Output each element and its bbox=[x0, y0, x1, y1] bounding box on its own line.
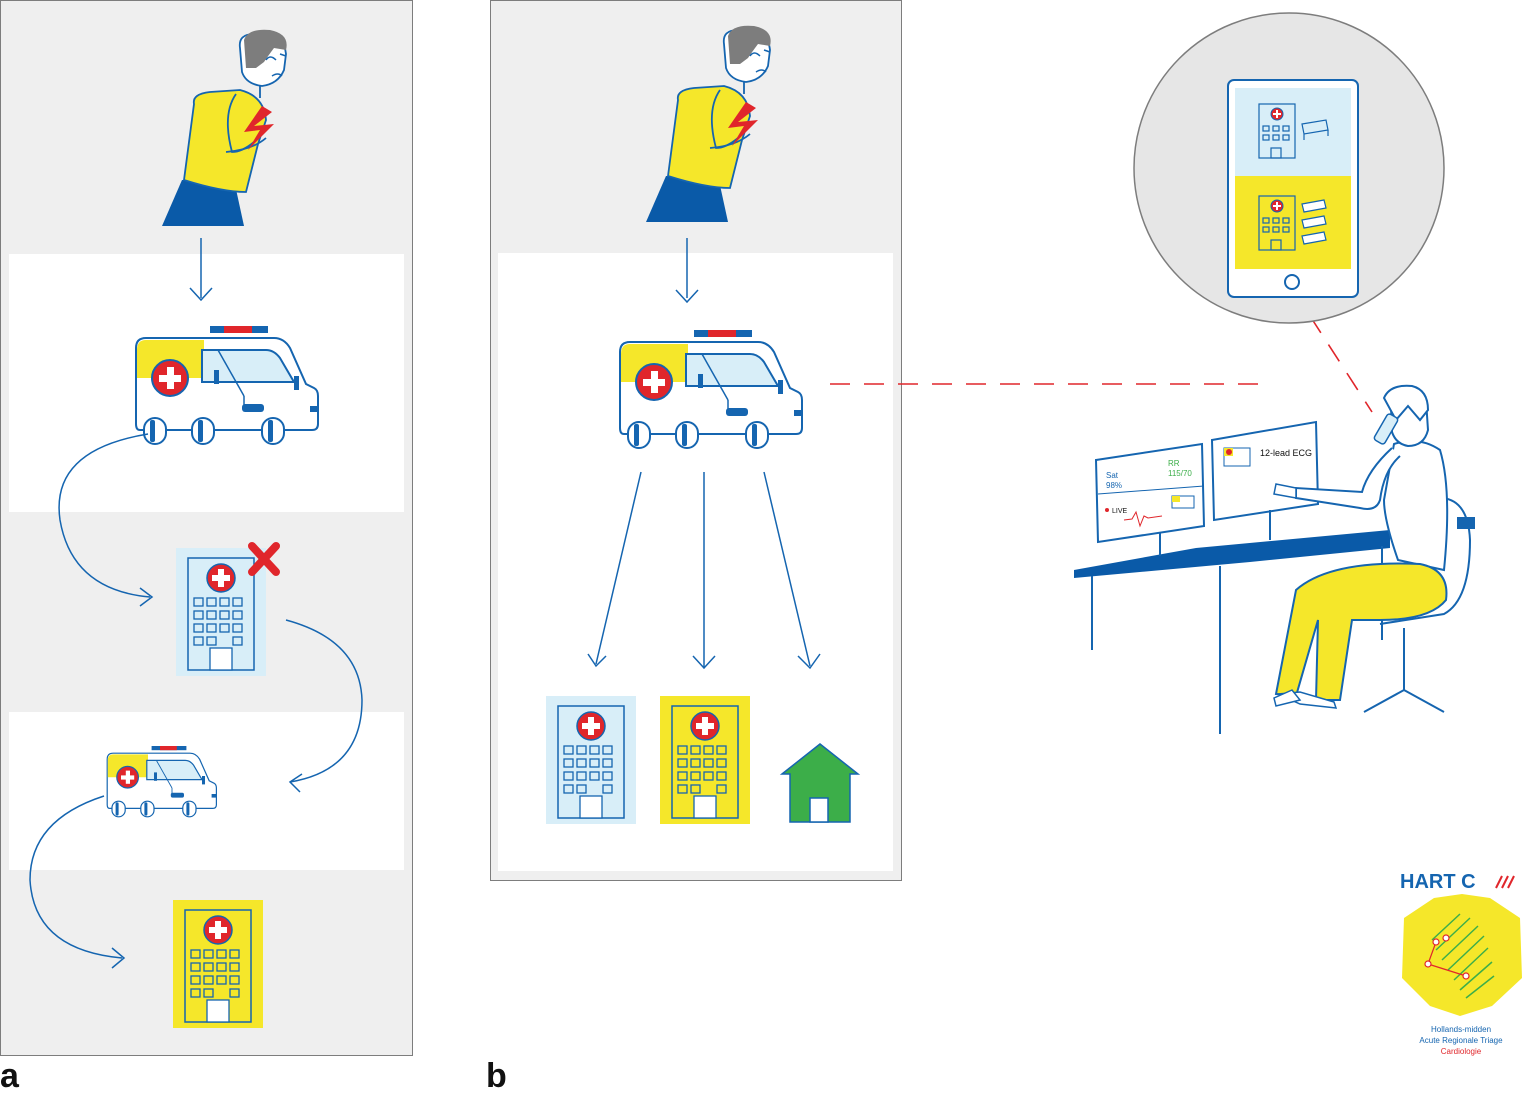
panel-b-label: b bbox=[486, 1057, 507, 1089]
hospital-yellow-icon bbox=[659, 695, 751, 825]
hospital-icon bbox=[545, 695, 637, 825]
curved-arrow-to-hospital bbox=[58, 433, 154, 607]
panel-a bbox=[0, 0, 413, 1056]
panel-b bbox=[490, 0, 902, 881]
logo-wordmark: HART C bbox=[1400, 871, 1476, 893]
sat-label: Sat bbox=[1106, 471, 1119, 480]
house-icon bbox=[779, 743, 861, 823]
chair-icon bbox=[1363, 496, 1475, 713]
hospital-yellow-icon bbox=[172, 899, 264, 1029]
tablet-zoom bbox=[1133, 12, 1445, 324]
curved-arrow-to-yellow-hospital bbox=[29, 795, 126, 969]
hospital-rejected bbox=[175, 542, 280, 677]
triage-arrows bbox=[587, 471, 821, 670]
ecg-title: 12-lead ECG bbox=[1260, 448, 1312, 458]
rr-value: 115/70 bbox=[1168, 469, 1192, 478]
dashed-connector bbox=[830, 315, 1373, 413]
logo-line1: Hollands-midden bbox=[1431, 1025, 1491, 1034]
live-label: LIVE bbox=[1112, 508, 1128, 515]
arrow-down bbox=[189, 238, 213, 302]
dispatcher-icon bbox=[1273, 384, 1449, 709]
curved-arrow-to-ambulance bbox=[285, 619, 363, 793]
panel-a-label: a bbox=[0, 1057, 20, 1089]
sat-value: 98% bbox=[1106, 481, 1122, 490]
logo-line2: Acute Regionale Triage bbox=[1419, 1036, 1503, 1045]
dispatcher-workstation: Sat 98% RR 115/70 LIVE 12-lead ECG bbox=[1074, 384, 1475, 734]
arrow-down bbox=[675, 238, 699, 304]
monitor-left: Sat 98% RR 115/70 LIVE bbox=[1094, 442, 1206, 556]
logo-line3: Cardiologie bbox=[1441, 1047, 1482, 1056]
rr-label: RR bbox=[1168, 459, 1180, 468]
monitor-right: 12-lead ECG bbox=[1210, 420, 1320, 540]
reject-x-icon bbox=[248, 542, 280, 576]
desk-icon bbox=[1074, 530, 1390, 578]
hartc-logo: HART C Hollands-midden Acute Regionale T… bbox=[1400, 871, 1522, 1056]
